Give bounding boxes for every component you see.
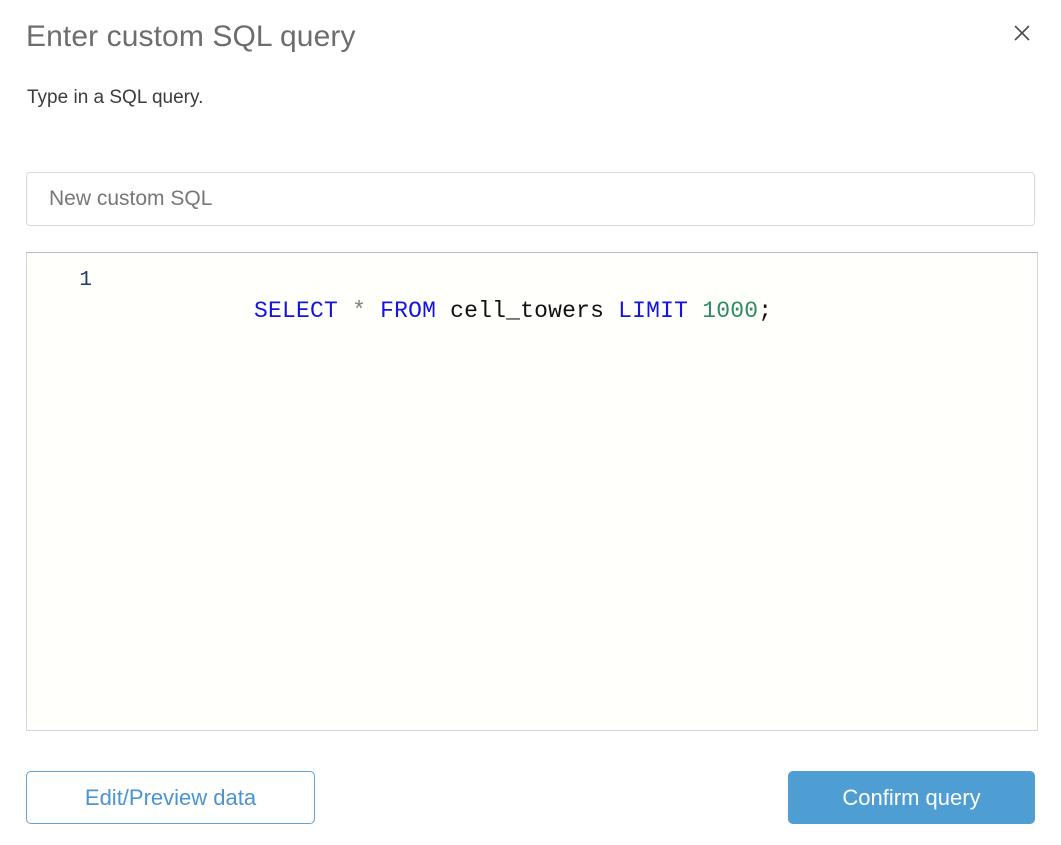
sql-token-select: SELECT <box>254 298 339 324</box>
code-content[interactable]: SELECT * FROM cell_towers LIMIT 1000; <box>92 266 1037 356</box>
edit-preview-data-button[interactable]: Edit/Preview data <box>26 771 315 824</box>
sql-space-4 <box>604 298 618 324</box>
line-number-gutter: 1 <box>79 269 92 292</box>
sql-token-table: cell_towers <box>450 298 605 324</box>
sql-token-star: * <box>352 298 367 324</box>
sql-token-number: 1000 <box>702 298 759 324</box>
dialog-subtitle: Type in a SQL query. <box>27 87 204 108</box>
code-line: 1 SELECT * FROM cell_towers LIMIT 1000; <box>27 253 1037 356</box>
sql-space-5 <box>688 298 702 324</box>
sql-space-3 <box>436 298 450 324</box>
sql-token-limit: LIMIT <box>618 298 689 324</box>
sql-space-1 <box>338 298 352 324</box>
sql-token-from: FROM <box>380 298 437 324</box>
query-name-input[interactable] <box>26 172 1035 226</box>
confirm-query-button[interactable]: Confirm query <box>788 771 1035 824</box>
dialog-title: Enter custom SQL query <box>26 20 356 53</box>
sql-code-editor[interactable]: 1 SELECT * FROM cell_towers LIMIT 1000; <box>26 252 1038 731</box>
sql-space-2 <box>366 298 380 324</box>
close-button[interactable] <box>1007 18 1037 48</box>
sql-token-semicolon: ; <box>758 298 773 324</box>
close-icon <box>1012 23 1032 43</box>
